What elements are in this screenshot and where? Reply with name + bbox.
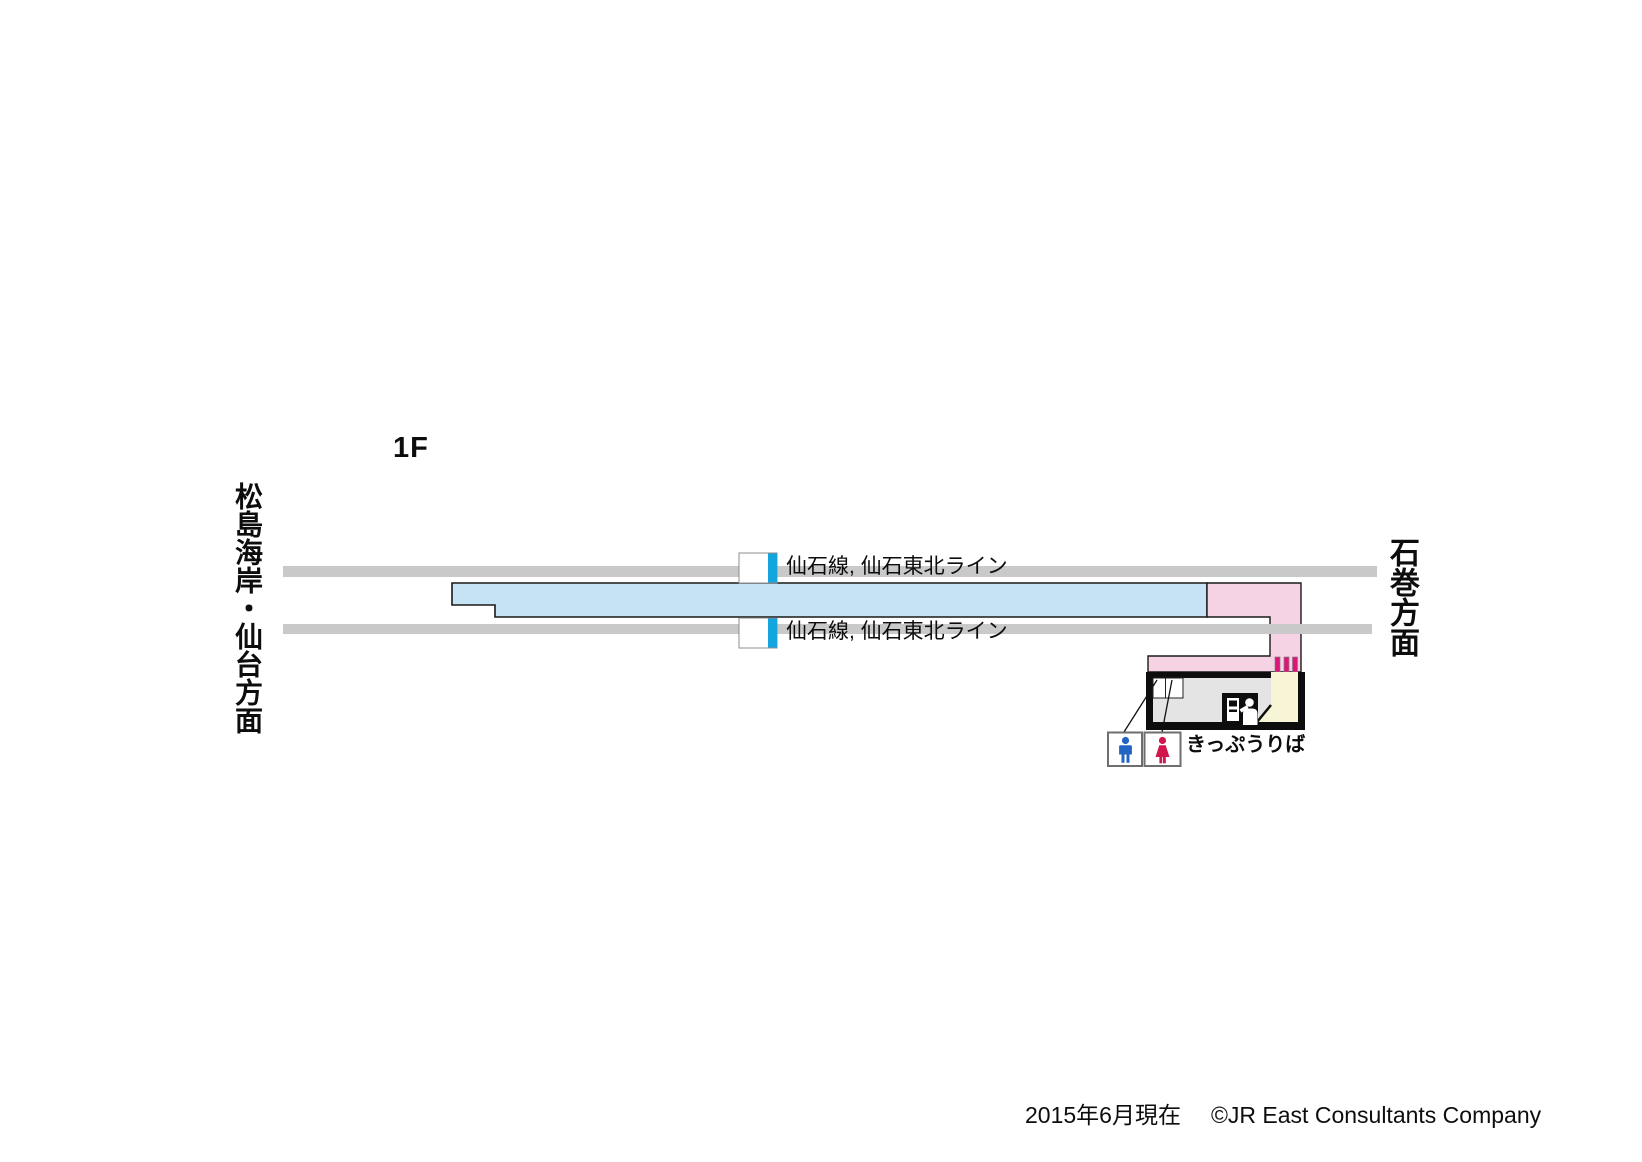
building-wall-top [1146, 672, 1272, 678]
track-label-bottom: 仙石線, 仙石東北ライン [786, 620, 1008, 643]
ticket-machine-icon [1222, 693, 1258, 725]
track-label-top: 仙石線, 仙石東北ライン [786, 555, 1008, 578]
direction-label-left: 松島海岸・仙台方面 [232, 482, 263, 734]
footer: 2015年6月現在 ©JR East Consultants Company [1025, 1104, 1541, 1127]
direction-label-right: 石巻方面 [1385, 537, 1418, 657]
building-wall-right [1298, 672, 1305, 730]
toilet-male-icon [1107, 731, 1143, 767]
building-wall-left [1146, 672, 1153, 730]
floor-label: 1F [393, 432, 429, 464]
building-wall-bottom [1146, 722, 1305, 730]
platform-shape [451, 582, 1208, 618]
track-line-bottom [283, 624, 1372, 634]
line-marker-top [738, 552, 778, 584]
fare-gates-icon [1274, 656, 1298, 673]
toilet-leader-line-female [1161, 679, 1173, 733]
footer-date: 2015年6月現在 [1025, 1102, 1181, 1128]
corridor-shape [1147, 582, 1302, 673]
toilet-rooms [1152, 677, 1184, 699]
toilet-female-icon [1143, 731, 1182, 767]
toilet-leader-line-male [1123, 679, 1158, 733]
waiting-area [1257, 672, 1298, 722]
ticket-office-label: きっぷうりば [1186, 734, 1306, 756]
track-line-top [283, 566, 1377, 577]
waiting-area-diagonal-wall [1256, 704, 1272, 723]
line-marker-bottom [738, 617, 778, 649]
station-building [1146, 672, 1305, 730]
footer-copyright: ©JR East Consultants Company [1210, 1102, 1542, 1128]
